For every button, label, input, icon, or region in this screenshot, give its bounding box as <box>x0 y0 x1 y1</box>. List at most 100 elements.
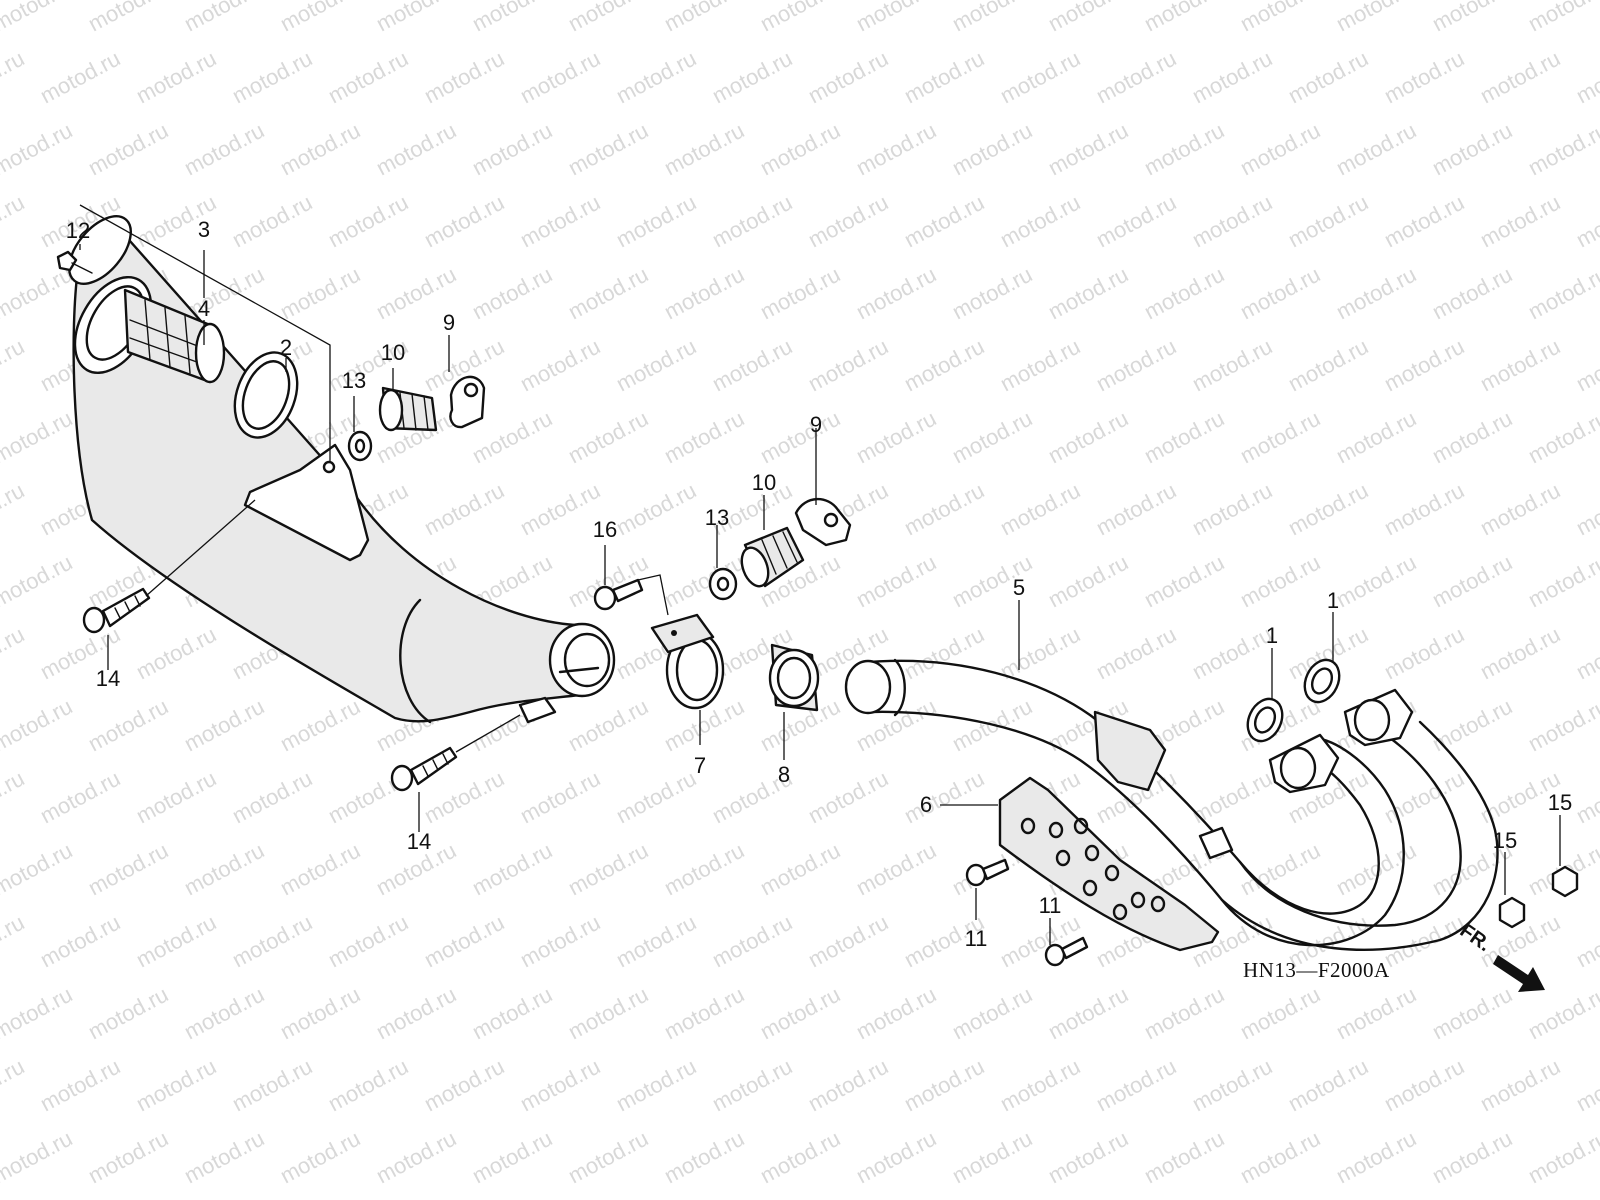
watermark-text: motod.ru <box>708 334 796 397</box>
watermark-text: motod.ru <box>612 1054 700 1117</box>
watermark-text: motod.ru <box>1188 622 1276 685</box>
watermark-text: motod.ru <box>900 766 988 829</box>
watermark-text: motod.ru <box>468 0 556 36</box>
watermark-text: motod.ru <box>516 1054 604 1117</box>
shield-hole <box>1084 844 1100 862</box>
watermark-text: motod.ru <box>852 406 940 469</box>
pipe-heat-shield-mount <box>1093 710 1167 792</box>
watermark-text: motod.ru <box>900 46 988 109</box>
watermark-text: motod.ru <box>516 766 604 829</box>
watermark-text: motod.ru <box>180 118 268 181</box>
watermark-text: motod.ru <box>612 766 700 829</box>
callout-16: 16 <box>593 517 617 542</box>
leader-group-bracket <box>79 204 331 462</box>
watermark-text: motod.ru <box>1236 262 1324 325</box>
watermark-text: motod.ru <box>1524 1126 1600 1189</box>
watermark-text: motod.ru <box>1284 190 1372 253</box>
watermark-text: motod.ru <box>0 694 76 757</box>
watermark-text: motod.ru <box>996 334 1084 397</box>
shield-hole <box>1055 849 1071 867</box>
watermark-text: motod.ru <box>516 910 604 973</box>
watermark-text: motod.ru <box>324 910 412 973</box>
watermark-text: motod.ru <box>468 1126 556 1189</box>
pipe-second-outer <box>1238 736 1462 927</box>
watermark-text: motod.ru <box>0 1198 28 1200</box>
watermark-text: motod.ru <box>228 46 316 109</box>
watermark-text: motod.ru <box>0 0 76 36</box>
watermark-text: motod.ru <box>1188 46 1276 109</box>
pipe-collar <box>893 658 906 717</box>
watermark-text: motod.ru <box>0 406 76 469</box>
shield-hole <box>1150 895 1166 913</box>
diagram-code: HN13—F2000A <box>1243 958 1390 982</box>
watermark-text: motod.ru <box>1332 982 1420 1045</box>
watermark-text: motod.ru <box>996 622 1084 685</box>
watermark-text: motod.ru <box>1428 694 1516 757</box>
watermark-text: motod.ru <box>1044 550 1132 613</box>
gasket-sleeve-inner <box>776 656 812 700</box>
watermark-text: motod.ru <box>804 46 892 109</box>
shield-hole <box>1020 817 1036 835</box>
gasket-1b <box>1303 658 1341 704</box>
arrester-screen-mesh <box>129 299 209 374</box>
watermark-text: motod.ru <box>1524 694 1600 757</box>
watermark-text: motod.ru <box>852 982 940 1045</box>
watermark-text: motod.ru <box>516 334 604 397</box>
watermark-text: motod.ru <box>1236 550 1324 613</box>
watermark-text: motod.ru <box>1332 0 1420 36</box>
callout-10-b: 10 <box>752 470 776 495</box>
muffler-inlet-bore <box>563 632 611 688</box>
fasteners <box>56 250 1579 967</box>
watermark-text: motod.ru <box>372 1126 460 1189</box>
watermark-text: motod.ru <box>1044 0 1132 36</box>
watermark-text: motod.ru <box>1044 118 1132 181</box>
watermark-text: motod.ru <box>756 406 844 469</box>
part-exhaust-pipe-5 <box>844 658 1499 951</box>
watermark-text: motod.ru <box>1236 0 1324 36</box>
watermark-text: motod.ru <box>1380 334 1468 397</box>
watermark-text: motod.ru <box>804 910 892 973</box>
watermark-text: motod.ru <box>1332 1126 1420 1189</box>
washer-13b-hole <box>716 576 730 592</box>
watermark-text: motod.ru <box>1332 118 1420 181</box>
watermark-text: motod.ru <box>1188 190 1276 253</box>
callout-12: 12 <box>66 218 90 243</box>
watermark-text: motod.ru <box>132 46 220 109</box>
watermark-text: motod.ru <box>1236 982 1324 1045</box>
watermark-text: motod.ru <box>1476 46 1564 109</box>
callout-4: 4 <box>198 296 210 321</box>
watermark-text: motod.ru <box>996 478 1084 541</box>
watermark-text: motod.ru <box>564 0 652 36</box>
watermark-text: motod.ru <box>1572 910 1600 973</box>
watermark-text: motod.ru <box>0 46 28 109</box>
watermark-text: motod.ru <box>324 190 412 253</box>
watermark-text: motod.ru <box>180 838 268 901</box>
callout-14-b: 14 <box>407 829 431 854</box>
watermark-text: motod.ru <box>1524 550 1600 613</box>
watermark-text: motod.ru <box>1140 118 1228 181</box>
watermark-text: motod.ru <box>420 46 508 109</box>
callout-5: 5 <box>1013 575 1025 600</box>
pipe-mount-tab <box>1198 826 1234 860</box>
watermark-text: motod.ru <box>948 1126 1036 1189</box>
gasket-outer <box>233 351 299 439</box>
watermark-text: motod.ru <box>708 910 796 973</box>
gasket-1a <box>1246 697 1284 743</box>
watermark-text: motod.ru <box>660 838 748 901</box>
watermark-text: motod.ru <box>372 982 460 1045</box>
watermark-text: motod.ru <box>0 550 76 613</box>
watermark-text: motod.ru <box>900 478 988 541</box>
watermark-text: motod.ru <box>804 766 892 829</box>
nut-15b <box>1551 865 1579 898</box>
watermark-text: motod.ru <box>1236 1126 1324 1189</box>
shield-hole <box>1073 817 1089 835</box>
watermark-text: motod.ru <box>756 1126 844 1189</box>
watermark-text: motod.ru <box>1524 262 1600 325</box>
watermark-text: motod.ru <box>564 262 652 325</box>
watermark-text: motod.ru <box>1332 262 1420 325</box>
watermark-text: motod.ru <box>996 910 1084 973</box>
watermark-text: motod.ru <box>804 190 892 253</box>
watermark-text: motod.ru <box>1092 334 1180 397</box>
watermark-text: motod.ru <box>1428 0 1516 36</box>
muffler-mount-bracket <box>243 443 370 562</box>
